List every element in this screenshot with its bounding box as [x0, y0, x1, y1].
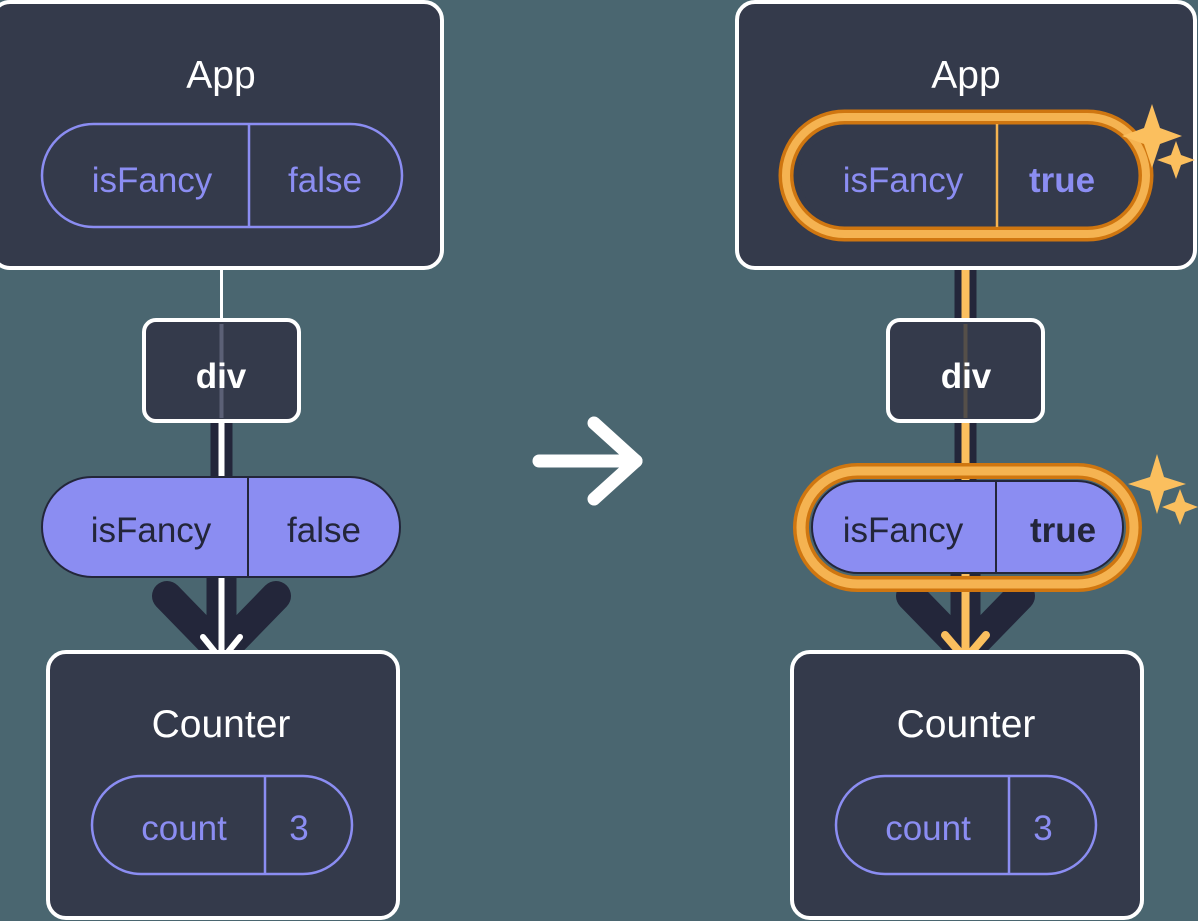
- before-prop-name: isFancy: [91, 511, 212, 550]
- before-counter-state-name: count: [141, 809, 227, 848]
- sparkle-icon-prop: [1128, 454, 1198, 525]
- after-prop-pill[interactable]: [811, 480, 1124, 574]
- after-counter-panel[interactable]: [790, 650, 1144, 920]
- after-app-title: App: [931, 54, 1000, 97]
- before-counter-state-value: 3: [289, 809, 308, 848]
- after-counter-state-name: count: [885, 809, 971, 848]
- after-app-state-pill[interactable]: [800, 130, 1133, 221]
- before-div-label: div: [196, 357, 247, 396]
- before-app-state-value: false: [288, 161, 362, 200]
- after-app-state-value: true: [1029, 161, 1095, 200]
- before-counter-panel[interactable]: [46, 650, 400, 920]
- after-prop-name: isFancy: [843, 511, 964, 550]
- after-prop-highlight-inner: [796, 466, 1139, 589]
- before-app-state-name: isFancy: [92, 161, 213, 200]
- after-group: App isFancy true div: [735, 0, 1198, 920]
- before-group: App isFancy false div isFancy false: [0, 0, 444, 920]
- after-counter-state-value: 3: [1033, 809, 1052, 848]
- after-prop-value: true: [1030, 511, 1096, 550]
- before-app-title: App: [186, 54, 255, 97]
- arrow-right-icon: [532, 416, 643, 506]
- after-app-state-name: isFancy: [843, 161, 964, 200]
- before-counter-title: Counter: [152, 703, 291, 746]
- before-app-panel[interactable]: [0, 0, 444, 270]
- before-prop-value: false: [287, 511, 361, 550]
- after-counter-state-pill[interactable]: [834, 774, 1098, 876]
- after-app-state-highlight-inner: [782, 113, 1150, 238]
- after-div-label: div: [941, 357, 992, 396]
- before-counter-state-pill[interactable]: [90, 774, 354, 876]
- before-prop-pill[interactable]: [41, 476, 401, 578]
- after-counter-title: Counter: [897, 703, 1036, 746]
- before-app-state-pill[interactable]: [40, 122, 404, 229]
- sparkle-icon-app: [1122, 104, 1195, 179]
